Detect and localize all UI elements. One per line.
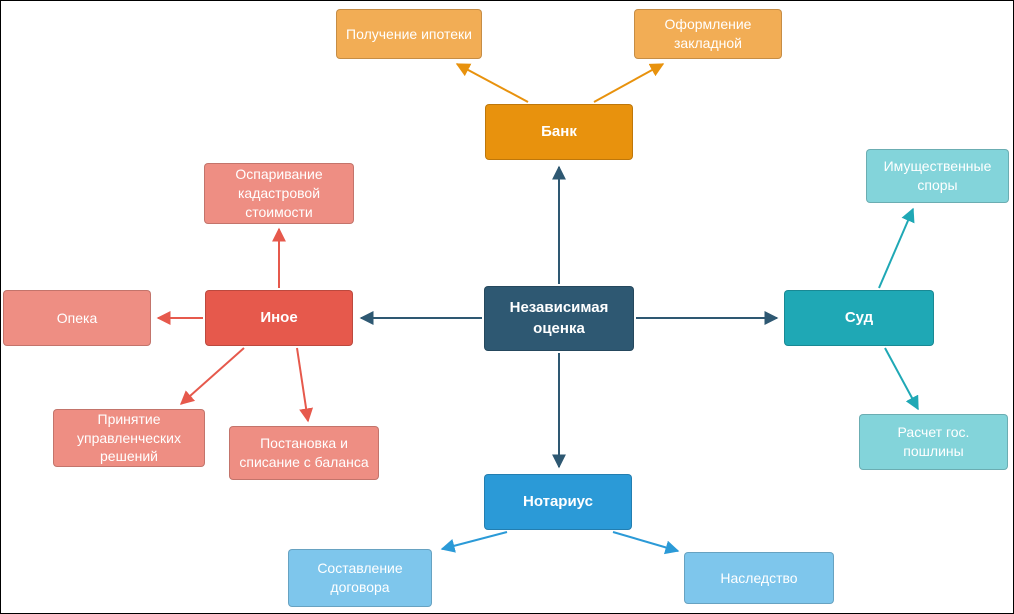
arrow-other-to-decisions (179, 347, 245, 405)
arrow-notary-to-contract (440, 531, 508, 553)
node-custody: Опека (3, 290, 151, 346)
node-inheritance: Наследство (684, 552, 834, 604)
node-contract: Составление договора (288, 549, 432, 607)
node-cadastral-value: Оспаривание кадастровой стоимости (204, 163, 354, 224)
node-property-disputes: Имущественные споры (866, 149, 1009, 203)
node-notary: Нотариус (484, 474, 632, 530)
arrow-notary-to-inheritance (612, 531, 680, 555)
arrow-court-to-disputes (878, 207, 915, 289)
arrow-other-to-balance (296, 347, 314, 423)
arrow-bank-to-mortgage-deed (593, 63, 665, 103)
arrow-bank-to-mortgage (455, 63, 529, 103)
node-court: Суд (784, 290, 934, 346)
node-management-decisions: Принятие управленческих решений (53, 409, 205, 467)
node-state-duty: Расчет гос. пошлины (859, 414, 1008, 470)
arrow-court-to-duty (884, 347, 919, 411)
node-other: Иное (205, 290, 353, 346)
node-mortgage-deed: Оформление закладной (634, 9, 782, 59)
node-bank: Банк (485, 104, 633, 160)
node-independent-appraisal: Независимая оценка (484, 286, 634, 351)
node-mortgage: Получение ипотеки (336, 9, 482, 59)
node-balance-writeoff: Постановка и списание с баланса (229, 426, 379, 480)
